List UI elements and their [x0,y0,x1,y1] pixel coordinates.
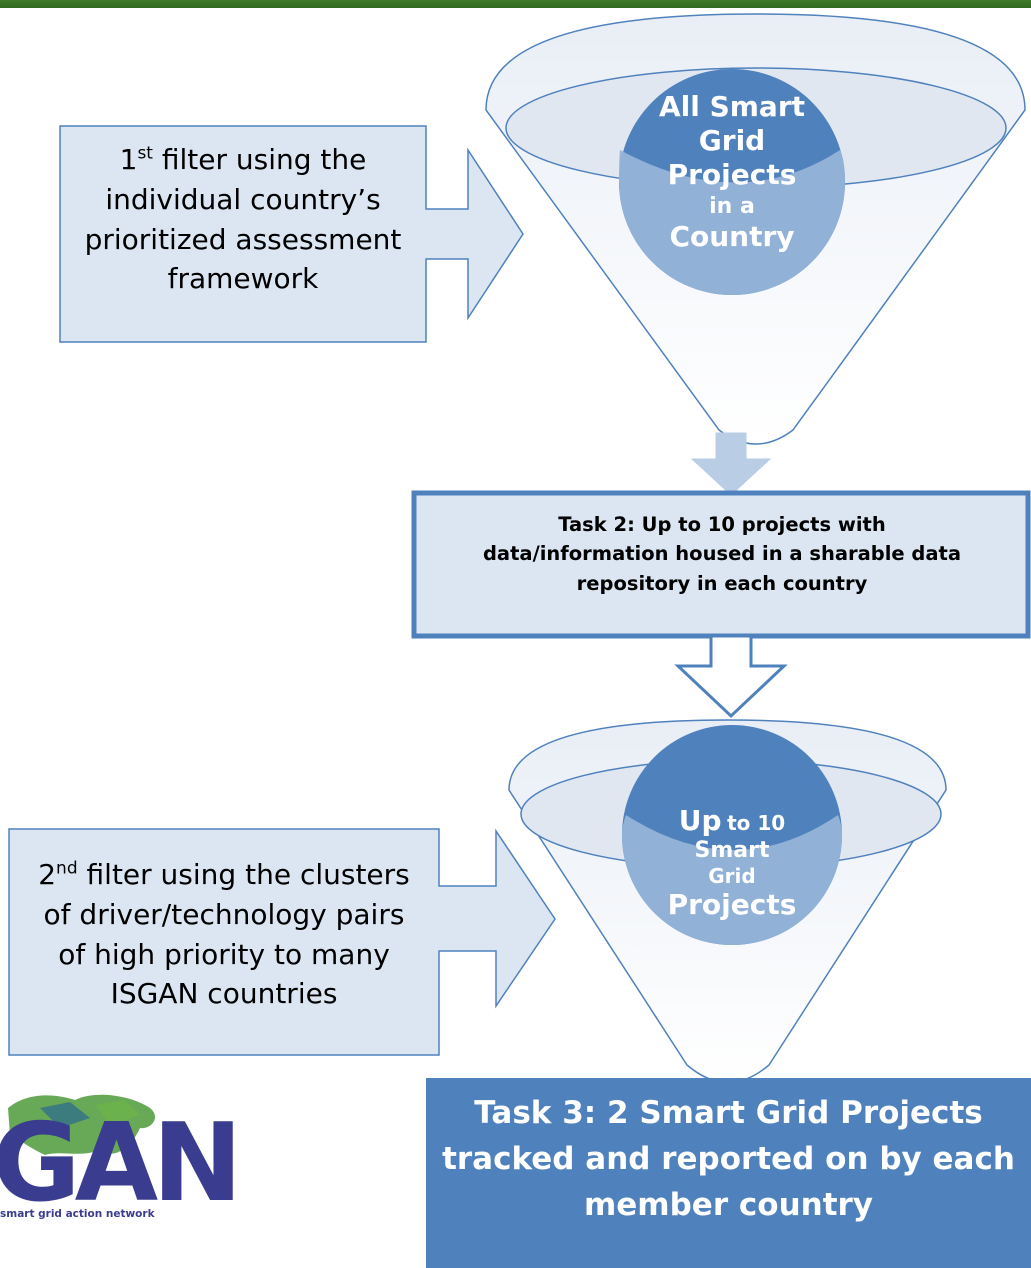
filter1-line-3: prioritized assessment [84,222,402,256]
task3-line-3: member country [583,1187,874,1224]
funnel-bottom-to10: to 10 [727,811,786,836]
filter1-line-4: framework [167,262,319,296]
top-bar [0,0,1031,8]
isgan-logo-wordmark: GAN [0,1101,243,1226]
funnel-bottom-line-4: Projects [667,888,797,922]
funnel-bottom [508,719,947,1084]
funnel-bottom-line-2: Smart [694,837,770,863]
filter1-ordinal-suffix: st [137,143,153,164]
funnel-top-line-2: Grid [698,124,766,158]
funnel-bottom-label: Up to 10 Smart Grid Projects [662,778,802,948]
funnel-bottom-up: Up [678,804,722,838]
task3-line-2: tracked and reported on by each [442,1141,1015,1178]
isgan-logo-tagline: smart grid action network [0,1208,155,1220]
filter1-text: 1st filter using the individual country’… [60,140,426,299]
funnel-top-line-5: Country [669,219,795,253]
filter1-line-2: individual country’s [105,182,381,216]
funnel-top [485,13,1026,445]
filter2-line-2: of driver/technology pairs [43,897,405,931]
filter2-ordinal: 2 [38,858,57,891]
funnel-bottom-line-1: Up to 10 [679,804,785,838]
funnel-top-line-4: in a [709,193,755,219]
funnel-top-line-1: All Smart [658,89,806,123]
filter2-ordinal-suffix: nd [56,858,78,879]
filter1-line-1-rest: filter using the [152,143,367,176]
filter2-line-4: ISGAN countries [110,977,338,1011]
down-arrow-1 [690,432,772,496]
task3-line-1: Task 3: 2 Smart Grid Projects [474,1095,983,1131]
filter1-line-1: 1st filter using the [60,140,426,180]
funnel-top-label: All Smart Grid Projects in a Country [657,72,807,272]
filter1-ordinal: 1 [119,143,138,176]
filter2-line-1: 2nd filter using the clusters [9,855,439,895]
funnel-top-line-3: Projects [667,158,797,192]
task2-line-2: data/information housed in a sharable da… [482,542,962,566]
task2-line-1: Task 2: Up to 10 projects with [558,513,886,536]
isgan-logo-map [8,1094,156,1155]
task3-box: Task 3: 2 Smart Grid Projects tracked an… [426,1078,1031,1268]
filter2-line-1-rest: filter using the clusters [77,858,410,891]
task2-text: Task 2: Up to 10 projects with data/info… [420,510,1024,598]
task2-line-3: repository in each country [576,571,868,595]
filter2-arrow [8,828,556,1056]
filter2-text: 2nd filter using the clusters of driver/… [9,855,439,1014]
filter1-arrow [59,125,524,343]
task2-box [411,490,1031,639]
funnel-bottom-line-3: Grid [708,864,756,889]
down-arrow-2 [674,634,788,719]
filter2-line-3: of high priority to many [58,937,390,971]
